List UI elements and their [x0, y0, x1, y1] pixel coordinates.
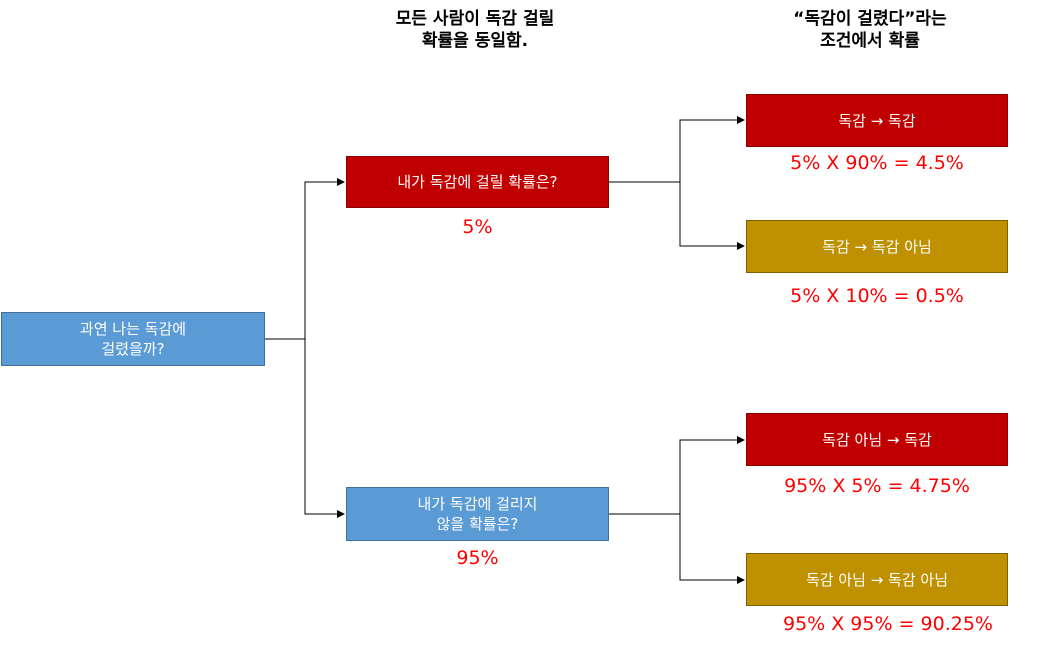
- not-flu-to-flu-box: 독감 아님 → 독감: [746, 413, 1008, 466]
- not-flu-to-not-flu-box: 독감 아님 → 독감 아님: [746, 553, 1008, 606]
- flu-to-not-flu-value: 5% X 10% = 0.5%: [790, 285, 964, 307]
- connector-flu-to-flu: [609, 116, 745, 183]
- connector-noflu-to-noflu: [679, 514, 745, 584]
- header-equal-probability: 모든 사람이 독감 걸릴 확률을 동일함.: [395, 9, 555, 51]
- connector-root-to-flu: [265, 178, 345, 340]
- flu-probability-box: 내가 독감에 걸릴 확률은?: [346, 156, 609, 208]
- not-flu-to-flu-value: 95% X 5% = 4.75%: [784, 475, 970, 497]
- connector-flu-to-noflu: [679, 182, 745, 250]
- no-flu-probability-box: 내가 독감에 걸리지 않을 확률은?: [346, 487, 609, 541]
- no-flu-probability-value: 95%: [456, 547, 499, 569]
- flu-to-not-flu-box: 독감 → 독감 아님: [746, 220, 1008, 273]
- flu-to-flu-box: 독감 → 독감: [746, 94, 1008, 147]
- header-conditional-probability: “독감이 걸렸다”라는 조건에서 확률: [793, 9, 947, 51]
- root-question-box: 과연 나는 독감에 걸렸을까?: [1, 312, 265, 366]
- flu-probability-value: 5%: [462, 216, 493, 238]
- flu-to-flu-value: 5% X 90% = 4.5%: [790, 152, 964, 174]
- not-flu-to-not-flu-value: 95% X 95% = 90.25%: [782, 613, 993, 635]
- connector-noflu-to-flu: [609, 436, 745, 515]
- connector-root-to-noflu: [304, 339, 345, 518]
